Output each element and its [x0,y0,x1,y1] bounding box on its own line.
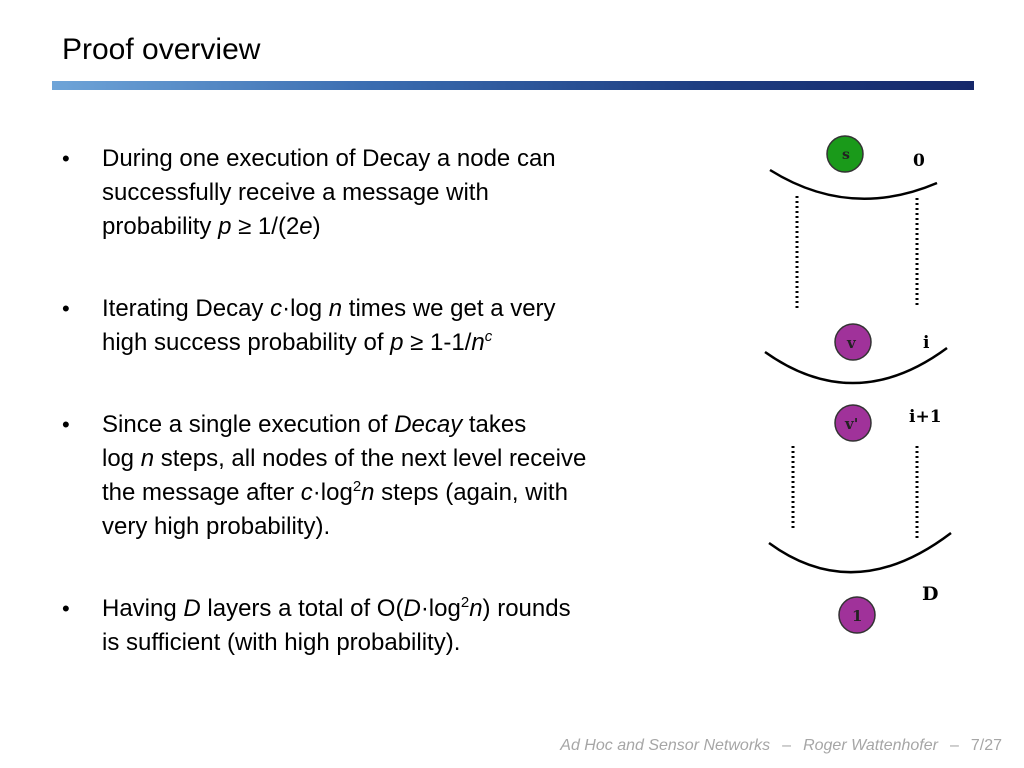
bullet-text-segment: times we get a very [342,295,556,322]
level-label-i-plus-1: i+1 [909,407,942,427]
bullet-text-segment: Iterating Decay [102,295,271,322]
bullet-text-segment: n [471,329,485,356]
bullet-line: successfully receive a message with [102,176,702,210]
bullet-line: very high probability). [102,510,702,544]
bullet-text-segment: Since a single execution of [102,411,395,438]
bullet-text-segment: p [390,329,404,356]
bullet-item: •Having D layers a total of O(D·log2n) r… [62,592,702,660]
bullet-line: the message after c·log2n steps (again, … [102,476,702,510]
bullet-text-segment: ·log [312,479,353,506]
footer-separator-1: – [782,737,792,754]
bullet-text-segment: ≥ 1-1/ [403,329,472,356]
node-v-label: v [846,334,857,352]
bullet-item: • Since a single execution of Decay takes… [62,408,702,544]
bullet-text-segment: is sufficient (with high probability). [102,629,461,656]
bullet-text-segment: Decay [394,411,463,438]
bullet-line: log n steps, all nodes of the next level… [102,442,702,476]
bullet-item: • During one execution of Decay a node ca… [62,142,702,244]
bullet-text-segment: ) rounds [482,595,571,622]
node-s-label: s [842,147,850,163]
footer-separator-2: – [949,737,959,754]
bullet-marker: • [62,412,70,437]
bullet-text-segment: ≥ 1/(2 [231,213,300,240]
layer-diagram: s v v' 1 0 i i+1 D [764,135,952,634]
bullet-text-segment: n [140,445,155,472]
bullet-text-segment: During one execution of Decay a node can [102,145,556,172]
bullet-text-segment: n [328,295,343,322]
bullet-text-segment: ·log [282,295,329,322]
bullet-line: is sufficient (with high probability). [102,626,702,660]
node-v [834,323,872,361]
bullet-text-segment: p [218,213,232,240]
bullet-list: • During one execution of Decay a node ca… [62,142,702,660]
node-1-label: 1 [852,607,862,625]
bullet-text-segment: Having [102,595,184,622]
level-label-d: D [922,583,938,605]
node-1 [838,596,876,634]
bullet-text-segment: high success probability of [102,329,391,356]
bullet-text-segment: takes [462,411,527,438]
bullet-text-segment: c [484,328,493,345]
bullet-text-segment: n [361,479,375,506]
level-curve-i [764,346,948,385]
footer-author: Roger Wattenhofer [803,737,938,754]
bullet-text-segment: 2 [460,594,470,611]
bullet-marker: • [62,296,70,321]
bullet-text-segment: log [102,445,141,472]
bullet-text-segment: very high probability). [102,513,331,540]
node-s [826,135,864,173]
bullet-line: During one execution of Decay a node can [102,142,702,176]
bullet-text-segment: n [469,595,483,622]
node-v-prime-label: v' [844,415,858,433]
bullet-line: Iterating Decay c·log n times we get a v… [102,292,702,326]
footer-page-number: 7/27 [970,737,1002,754]
title-underline-bar [52,81,974,90]
level-curve-d [768,532,952,574]
footer-course: Ad Hoc and Sensor Networks [560,737,771,754]
bullet-line: Since a single execution of Decay takes [102,408,702,442]
slide-title: Proof overview [62,33,261,66]
bullet-text-segment: e [299,213,313,240]
bullet-text-segment: 2 [352,478,362,495]
bullet-text-segment: ·log [420,595,461,622]
level-label-0: 0 [913,151,925,171]
bullet-text-segment: layers a total of O( [200,595,404,622]
bullet-marker: • [62,146,70,171]
bullet-text-segment: D [403,595,421,622]
bullet-item: •Iterating Decay c·log n times we get a … [62,292,702,360]
bullet-text-segment: c [300,479,313,506]
bullet-line: probability p ≥ 1/(2e) [102,210,702,244]
slide-footer: Ad Hoc and Sensor Networks–Roger Wattenh… [560,737,1002,755]
bullet-text-segment: successfully receive a message with [102,179,489,206]
node-v-prime [834,404,872,442]
bullet-line: high success probability of p ≥ 1-1/nc [102,326,702,360]
bullet-text-segment: probability [102,213,219,240]
level-label-i: i [923,333,930,353]
bullet-text-segment: D [183,595,201,622]
bullet-text-segment: ) [312,213,321,240]
bullet-text-segment: the message after [102,479,301,506]
level-curve-0 [769,168,938,200]
bullet-text-segment: c [270,295,283,322]
bullet-marker: • [62,596,70,621]
bullet-text-segment: steps (again, with [374,479,568,506]
bullet-text-segment: steps, all nodes of the next level recei… [154,445,587,472]
bullet-line: Having D layers a total of O(D·log2n) ro… [102,592,702,626]
